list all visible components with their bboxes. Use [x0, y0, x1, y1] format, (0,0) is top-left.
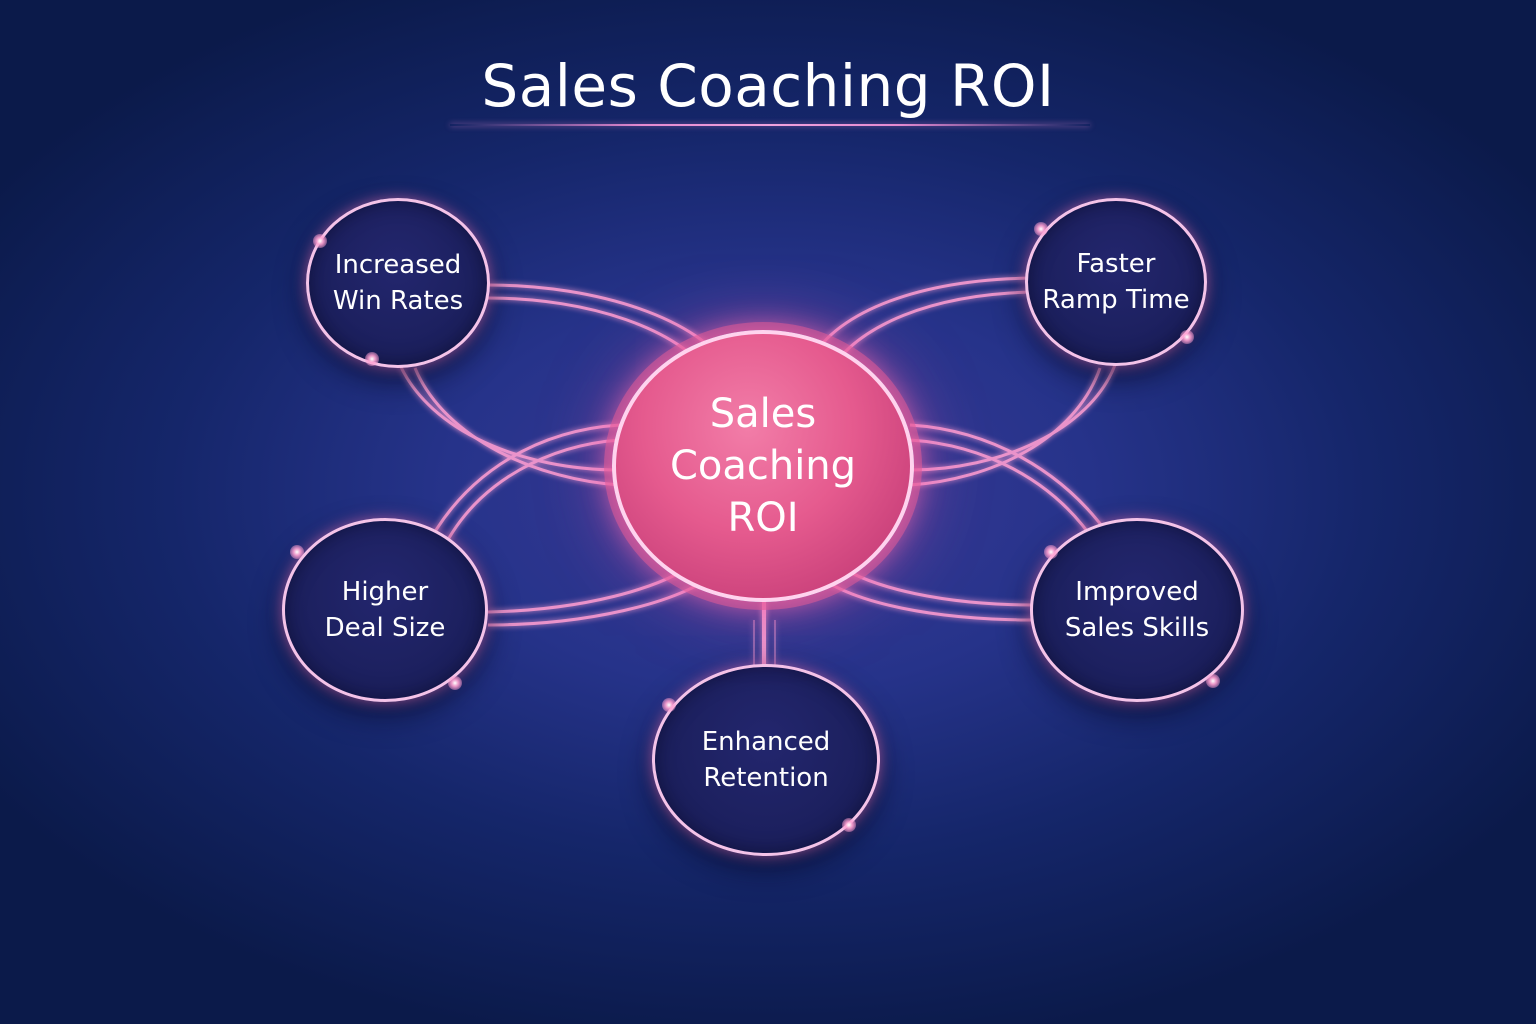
glint-sparkle-icon [1034, 222, 1048, 236]
glint-sparkle-icon [290, 545, 304, 559]
center-label-line: Sales [709, 391, 817, 437]
glint-sparkle-icon [662, 698, 676, 712]
node-label-line: Increased [334, 250, 462, 280]
glint-sparkle-icon [1206, 674, 1220, 688]
glint-sparkle-icon [842, 818, 856, 832]
node-label-line: Retention [703, 763, 829, 793]
glint-sparkle-icon [448, 676, 462, 690]
center-node-sales-coaching-roi: Sales Coaching ROI [612, 330, 914, 602]
node-improved-sales-skills: Improved Sales Skills [1030, 518, 1244, 702]
title-divider [450, 124, 1090, 126]
node-label-line: Higher [341, 577, 429, 607]
node-increased-win-rates: Increased Win Rates [306, 198, 490, 368]
glint-sparkle-icon [365, 352, 379, 366]
glint-sparkle-icon [1044, 545, 1058, 559]
page-title: Sales Coaching ROI [481, 52, 1055, 120]
node-label-line: Deal Size [324, 613, 446, 643]
node-label-line: Faster [1076, 249, 1156, 279]
node-label-line: Enhanced [701, 727, 831, 757]
glint-sparkle-icon [313, 234, 327, 248]
node-label-line: Ramp Time [1042, 285, 1190, 315]
center-label-line: Coaching [669, 443, 857, 489]
node-label-line: Improved [1075, 577, 1199, 607]
node-higher-deal-size: Higher Deal Size [282, 518, 488, 702]
center-label-line: ROI [727, 495, 799, 541]
node-faster-ramp-time: Faster Ramp Time [1025, 198, 1207, 366]
glint-sparkle-icon [1180, 330, 1194, 344]
node-label-line: Sales Skills [1064, 613, 1210, 643]
node-label-line: Win Rates [332, 286, 464, 316]
